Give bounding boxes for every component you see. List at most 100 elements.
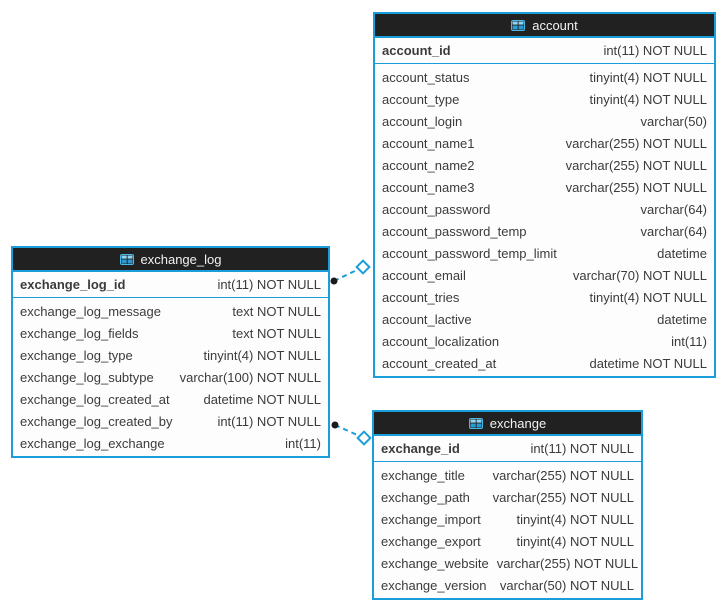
column-type: varchar(255) NOT NULL <box>565 135 707 151</box>
column-name: exchange_log_subtype <box>20 369 154 385</box>
column-row[interactable]: account_password varchar(64) <box>375 198 714 220</box>
column-row[interactable]: account_password_temp_limit datetime <box>375 242 714 264</box>
column-type: tinyint(4) NOT NULL <box>589 91 707 107</box>
table-title: exchange <box>489 415 547 431</box>
relationship-exchange_log-exchange[interactable] <box>331 421 372 446</box>
column-type: tinyint(4) NOT NULL <box>203 347 321 363</box>
primary-key-row[interactable]: account_id int(11) NOT NULL <box>375 38 714 64</box>
primary-key-type: int(11) NOT NULL <box>603 43 707 58</box>
column-row[interactable]: exchange_website varchar(255) NOT NULL <box>374 552 641 574</box>
column-name: account_name1 <box>382 135 475 151</box>
column-row[interactable]: account_name3 varchar(255) NOT NULL <box>375 176 714 198</box>
relationship-target-diamond <box>355 259 371 275</box>
column-row[interactable]: account_tries tinyint(4) NOT NULL <box>375 286 714 308</box>
column-type: varchar(70) NOT NULL <box>572 267 707 283</box>
column-row[interactable]: exchange_path varchar(255) NOT NULL <box>374 486 641 508</box>
primary-key-name: exchange_log_id <box>20 277 126 292</box>
column-name: account_name2 <box>382 157 475 173</box>
column-name: exchange_log_created_at <box>20 391 170 407</box>
column-type: varchar(64) <box>640 201 707 217</box>
column-name: account_login <box>382 113 463 129</box>
column-row[interactable]: exchange_title varchar(255) NOT NULL <box>374 464 641 486</box>
relationship-target-diamond <box>356 430 372 446</box>
column-type: datetime NOT NULL <box>203 391 321 407</box>
primary-key-type: int(11) NOT NULL <box>217 277 321 292</box>
column-row[interactable]: exchange_log_created_by int(11) NOT NULL <box>13 410 328 432</box>
column-name: exchange_title <box>381 467 465 483</box>
column-type: tinyint(4) NOT NULL <box>516 511 634 527</box>
column-row[interactable]: account_status tinyint(4) NOT NULL <box>375 66 714 88</box>
column-type: varchar(100) NOT NULL <box>179 369 321 385</box>
column-row[interactable]: exchange_version varchar(50) NOT NULL <box>374 574 641 596</box>
column-name: exchange_website <box>381 555 489 571</box>
column-type: text NOT NULL <box>232 303 321 319</box>
table-header[interactable]: exchange_log <box>13 248 328 272</box>
relationship-exchange_log-account[interactable] <box>330 259 371 285</box>
column-name: account_email <box>382 267 466 283</box>
column-name: account_lactive <box>382 311 472 327</box>
relationship-source-dot <box>330 277 338 285</box>
column-type: datetime <box>657 245 707 261</box>
column-type: varchar(50) NOT NULL <box>499 577 634 593</box>
column-name: account_type <box>382 91 460 107</box>
column-name: exchange_import <box>381 511 481 527</box>
column-row[interactable]: account_created_at datetime NOT NULL <box>375 352 714 374</box>
relationship-line[interactable] <box>334 424 365 439</box>
column-row[interactable]: exchange_log_created_at datetime NOT NUL… <box>13 388 328 410</box>
column-type: datetime NOT NULL <box>589 355 707 371</box>
relationship-line[interactable] <box>333 266 364 282</box>
column-type: varchar(50) <box>640 113 707 129</box>
column-row[interactable]: exchange_log_fields text NOT NULL <box>13 322 328 344</box>
column-type: int(11) <box>671 333 707 349</box>
column-row[interactable]: exchange_log_type tinyint(4) NOT NULL <box>13 344 328 366</box>
column-type: text NOT NULL <box>232 325 321 341</box>
column-name: exchange_log_created_by <box>20 413 173 429</box>
column-name: exchange_version <box>381 577 487 593</box>
column-name: account_name3 <box>382 179 475 195</box>
column-name: exchange_log_message <box>20 303 161 319</box>
column-row[interactable]: account_name1 varchar(255) NOT NULL <box>375 132 714 154</box>
primary-key-row[interactable]: exchange_log_id int(11) NOT NULL <box>13 272 328 298</box>
table-header[interactable]: exchange <box>374 412 641 436</box>
column-type: varchar(255) NOT NULL <box>496 555 639 571</box>
column-row[interactable]: account_name2 varchar(255) NOT NULL <box>375 154 714 176</box>
db-table-exchange[interactable]: exchange exchange_id int(11) NOT NULL ex… <box>372 410 643 600</box>
column-row[interactable]: account_localization int(11) <box>375 330 714 352</box>
column-type: int(11) <box>285 435 321 451</box>
column-row[interactable]: account_login varchar(50) <box>375 110 714 132</box>
column-list: exchange_log_message text NOT NULL excha… <box>13 298 328 456</box>
column-list: exchange_title varchar(255) NOT NULL exc… <box>374 462 641 598</box>
table-title: exchange_log <box>140 251 222 267</box>
column-type: varchar(255) NOT NULL <box>565 157 707 173</box>
column-row[interactable]: exchange_log_subtype varchar(100) NOT NU… <box>13 366 328 388</box>
db-table-exchange_log[interactable]: exchange_log exchange_log_id int(11) NOT… <box>11 246 330 458</box>
column-row[interactable]: account_password_temp varchar(64) <box>375 220 714 242</box>
column-type: tinyint(4) NOT NULL <box>589 69 707 85</box>
column-name: exchange_export <box>381 533 481 549</box>
column-name: account_localization <box>382 333 500 349</box>
table-icon <box>468 417 483 429</box>
column-name: exchange_log_fields <box>20 325 139 341</box>
column-type: tinyint(4) NOT NULL <box>516 533 634 549</box>
table-icon <box>511 19 526 31</box>
primary-key-row[interactable]: exchange_id int(11) NOT NULL <box>374 436 641 462</box>
column-type: int(11) NOT NULL <box>217 413 321 429</box>
column-row[interactable]: exchange_log_exchange int(11) <box>13 432 328 454</box>
column-row[interactable]: exchange_import tinyint(4) NOT NULL <box>374 508 641 530</box>
column-row[interactable]: account_email varchar(70) NOT NULL <box>375 264 714 286</box>
column-row[interactable]: account_lactive datetime <box>375 308 714 330</box>
table-header[interactable]: account <box>375 14 714 38</box>
column-name: account_password_temp <box>382 223 527 239</box>
db-table-account[interactable]: account account_id int(11) NOT NULL acco… <box>373 12 716 378</box>
column-name: account_created_at <box>382 355 497 371</box>
table-icon <box>119 253 134 265</box>
column-row[interactable]: exchange_export tinyint(4) NOT NULL <box>374 530 641 552</box>
relationship-source-dot <box>331 421 339 429</box>
column-row[interactable]: account_type tinyint(4) NOT NULL <box>375 88 714 110</box>
column-type: varchar(255) NOT NULL <box>492 467 634 483</box>
column-name: account_status <box>382 69 470 85</box>
column-row[interactable]: exchange_log_message text NOT NULL <box>13 300 328 322</box>
column-type: varchar(255) NOT NULL <box>492 489 634 505</box>
column-name: account_password_temp_limit <box>382 245 557 261</box>
